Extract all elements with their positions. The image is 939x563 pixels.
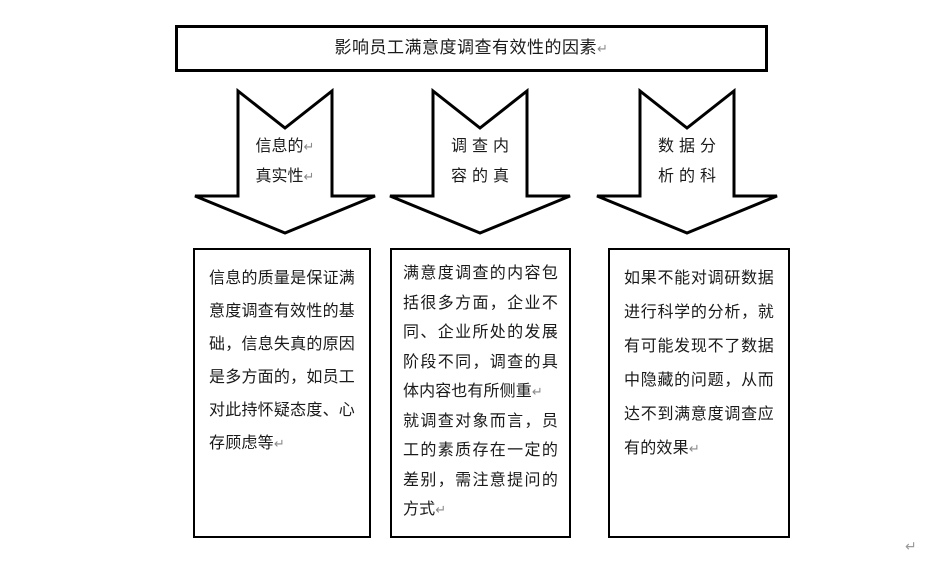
arrow-icon — [389, 88, 571, 235]
description-box-2-paragraph-2-text: 就调查对象而言，员工的素质存在一定的差别，需注意提问的方式 — [403, 412, 558, 519]
description-box-1-paragraph-1-text: 信息的质量是保证满意度调查有效性的基础，信息失真的原因是多方面的，如员工对此持怀… — [209, 270, 355, 452]
description-box-1-paragraph-1-pilcrow: ↵ — [273, 436, 285, 451]
description-box-2: 满意度调查的内容包括很多方面，企业不同、企业所处的发展阶段不同，调查的具体内容也… — [390, 248, 571, 538]
description-box-2-paragraph-2-pilcrow: ↵ — [435, 502, 447, 517]
description-box-2-paragraph-2: 就调查对象而言，员工的素质存在一定的差别，需注意提问的方式↵ — [403, 407, 558, 525]
description-box-3-paragraph-1-text: 如果不能对调研数据进行科学的分析，就有可能发现不了数据中隐藏的问题，从而达不到满… — [624, 270, 774, 457]
down-arrow-shape-2: 调查内 容的真 — [387, 88, 573, 236]
down-arrow-shape-1: 信息的↵ 真实性↵ — [192, 88, 378, 236]
arrow-icon — [194, 88, 376, 235]
description-box-2-paragraph-1-pilcrow: ↵ — [531, 384, 543, 399]
title-text: 影响员工满意度调查有效性的因素↵ — [335, 38, 609, 58]
title-label: 影响员工满意度调查有效性的因素 — [334, 38, 598, 58]
arrow-icon — [596, 88, 778, 235]
title-pilcrow-mark: ↵ — [597, 41, 609, 57]
description-box-3: 如果不能对调研数据进行科学的分析，就有可能发现不了数据中隐藏的问题，从而达不到满… — [608, 248, 790, 538]
title-banner: 影响员工满意度调查有效性的因素↵ — [175, 25, 768, 72]
down-arrow-shape-3: 数据分 析的科 — [594, 88, 780, 236]
description-box-2-paragraph-1-text: 满意度调查的内容包括很多方面，企业不同、企业所处的发展阶段不同，调查的具体内容也… — [403, 265, 558, 400]
description-box-2-paragraph-1: 满意度调查的内容包括很多方面，企业不同、企业所处的发展阶段不同，调查的具体内容也… — [403, 259, 558, 407]
description-box-1-paragraph-1: 信息的质量是保证满意度调查有效性的基础，信息失真的原因是多方面的，如员工对此持怀… — [209, 262, 355, 460]
description-box-3-paragraph-1: 如果不能对调研数据进行科学的分析，就有可能发现不了数据中隐藏的问题，从而达不到满… — [624, 262, 774, 466]
description-box-3-paragraph-1-pilcrow: ↵ — [688, 441, 700, 456]
description-box-1: 信息的质量是保证满意度调查有效性的基础，信息失真的原因是多方面的，如员工对此持怀… — [193, 248, 371, 538]
page-end-pilcrow-mark: ↵ — [905, 538, 917, 554]
